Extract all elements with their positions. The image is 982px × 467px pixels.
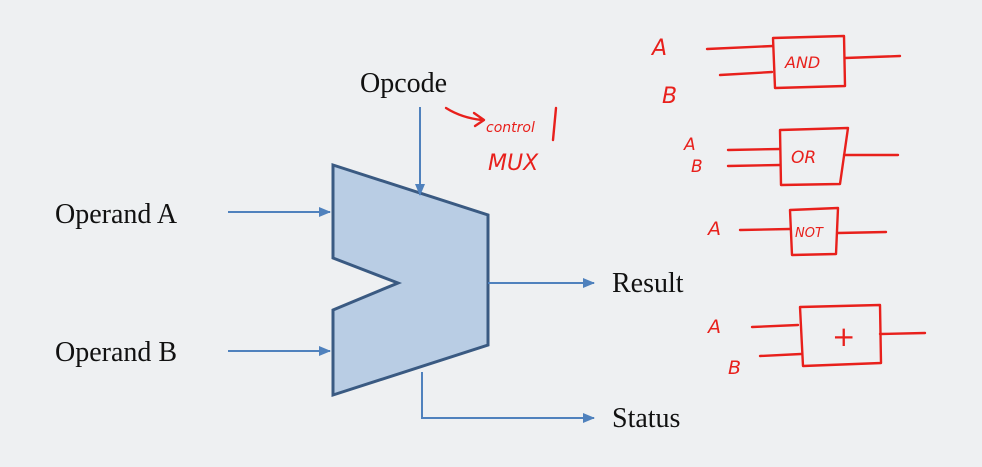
control-note-bar	[551, 106, 558, 142]
control-note-line1: control	[486, 120, 535, 136]
adder-label: +	[832, 320, 855, 353]
operand-a-label: Operand A	[55, 199, 178, 230]
control-note-line2: MUX	[488, 151, 539, 176]
not-gate-sketch: A NOT	[706, 206, 888, 257]
opcode-label: Opcode	[360, 68, 447, 99]
and-gate-box	[771, 34, 847, 90]
or-input-a: A	[683, 135, 696, 155]
alu-block	[331, 162, 490, 398]
or-gate-sketch: A B OR	[683, 126, 900, 187]
adder-box	[798, 303, 883, 368]
control-note-arrow	[444, 106, 486, 128]
and-input-a: A	[650, 36, 667, 61]
and-gate-sketch: A B AND	[650, 34, 902, 109]
not-gate-box	[788, 206, 840, 257]
operand-b-label: Operand B	[55, 337, 177, 368]
or-gate-label: OR	[791, 148, 816, 168]
or-input-b: B	[691, 157, 703, 177]
and-input-b: B	[662, 84, 677, 109]
adder-input-b: B	[728, 357, 741, 379]
adder-sketch: A B +	[706, 303, 927, 379]
adder-input-a: A	[706, 316, 721, 338]
status-label: Status	[612, 403, 680, 434]
not-input-a: A	[706, 218, 721, 240]
or-gate-box	[778, 126, 850, 187]
not-gate-label: NOT	[795, 226, 824, 241]
result-label: Result	[612, 268, 684, 299]
and-gate-label: AND	[784, 53, 820, 72]
status-arrow	[421, 372, 595, 423]
